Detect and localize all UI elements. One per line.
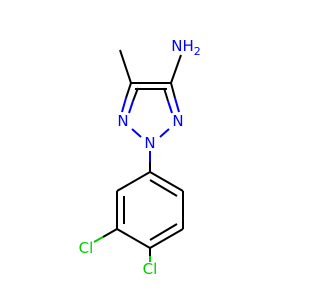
bond-c4-n3-blue bbox=[174, 97, 180, 113]
ring-nitrogen-center-label: N bbox=[144, 134, 155, 152]
bond-c3-cl bbox=[102, 228, 118, 238]
bond-c5-n1-blue bbox=[121, 97, 127, 113]
ring-nitrogen-left-label: N bbox=[117, 112, 128, 130]
chloro-para-label: Cl bbox=[143, 260, 158, 278]
bond-ph-c6-c1 bbox=[149, 171, 184, 192]
bond-n1-n2 bbox=[131, 128, 142, 138]
structure-diagram: NH2 N N N Cl Cl bbox=[79, 37, 201, 278]
bond-ph-c4-c5-inner bbox=[149, 223, 178, 241]
bond-n3-n2 bbox=[159, 128, 170, 138]
bond-ph-c3-c4 bbox=[116, 228, 151, 249]
bond-c5-n1-double bbox=[132, 87, 139, 102]
bond-c4-n3-double-blue bbox=[167, 100, 173, 114]
amine-label: NH2 bbox=[171, 37, 201, 58]
bond-ph-c1-c2 bbox=[116, 171, 151, 192]
bond-c3-cl-green bbox=[93, 236, 104, 243]
bond-ph-c6-c1-inner bbox=[149, 179, 178, 197]
bond-c4-n3 bbox=[170, 82, 176, 99]
bond-methyl bbox=[119, 49, 132, 84]
bond-c4-amine bbox=[170, 54, 182, 84]
bond-c4-n3-double bbox=[163, 87, 169, 102]
bond-ph-c4-c5 bbox=[149, 228, 184, 249]
bond-c5-n1-double-blue bbox=[128, 100, 134, 114]
bond-c5-n1 bbox=[125, 82, 132, 99]
ring-nitrogen-right-label: N bbox=[172, 112, 183, 130]
chloro-meta-label: Cl bbox=[79, 239, 94, 257]
